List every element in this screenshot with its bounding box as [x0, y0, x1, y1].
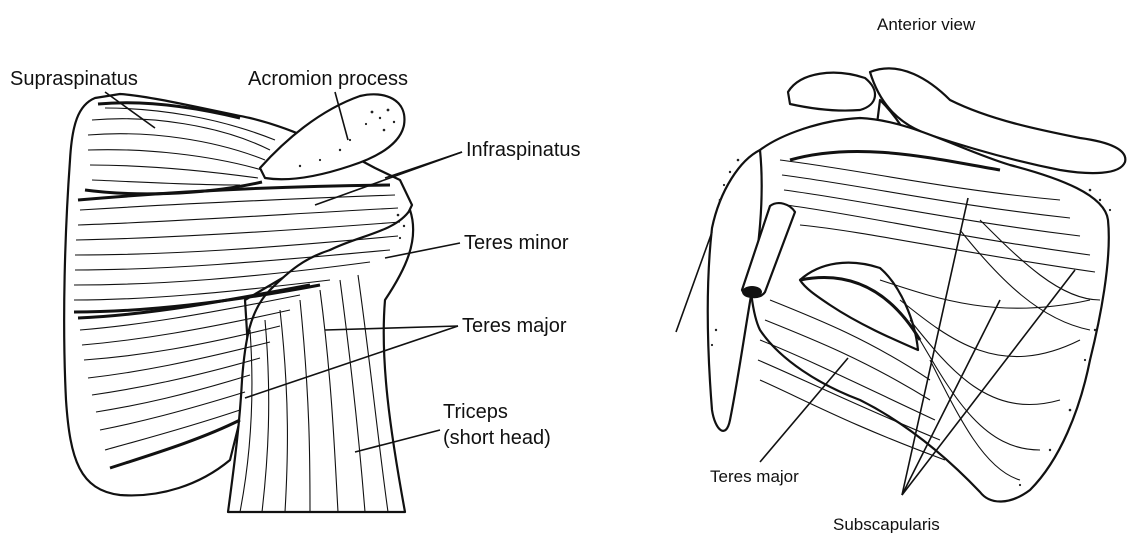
leader-teres-major-anterior — [760, 358, 848, 462]
anterior-scapula-outline — [749, 118, 1109, 502]
label-triceps: Triceps — [443, 401, 508, 423]
biceps-tendon-end — [742, 286, 762, 298]
label-infraspinatus: Infraspinatus — [466, 139, 581, 161]
label-acromion-process: Acromion process — [248, 68, 408, 90]
coracoid-shape — [788, 73, 875, 111]
label-supraspinatus: Supraspinatus — [10, 68, 138, 90]
label-subscapularis: Subscapularis — [833, 515, 940, 533]
label-triceps-short-head: (short head) — [443, 427, 551, 449]
posterior-view-figure: Supraspinatus Acromion process Infraspin… — [10, 68, 581, 512]
anterior-view-figure: Anterior view Teres major Subscapularis — [676, 15, 1125, 533]
leader-arm-contour — [676, 232, 712, 332]
anterior-view-title: Anterior view — [877, 15, 976, 34]
label-teres-major-posterior: Teres major — [462, 315, 567, 337]
label-teres-minor: Teres minor — [464, 232, 569, 254]
label-teres-major-anterior: Teres major — [710, 467, 799, 486]
